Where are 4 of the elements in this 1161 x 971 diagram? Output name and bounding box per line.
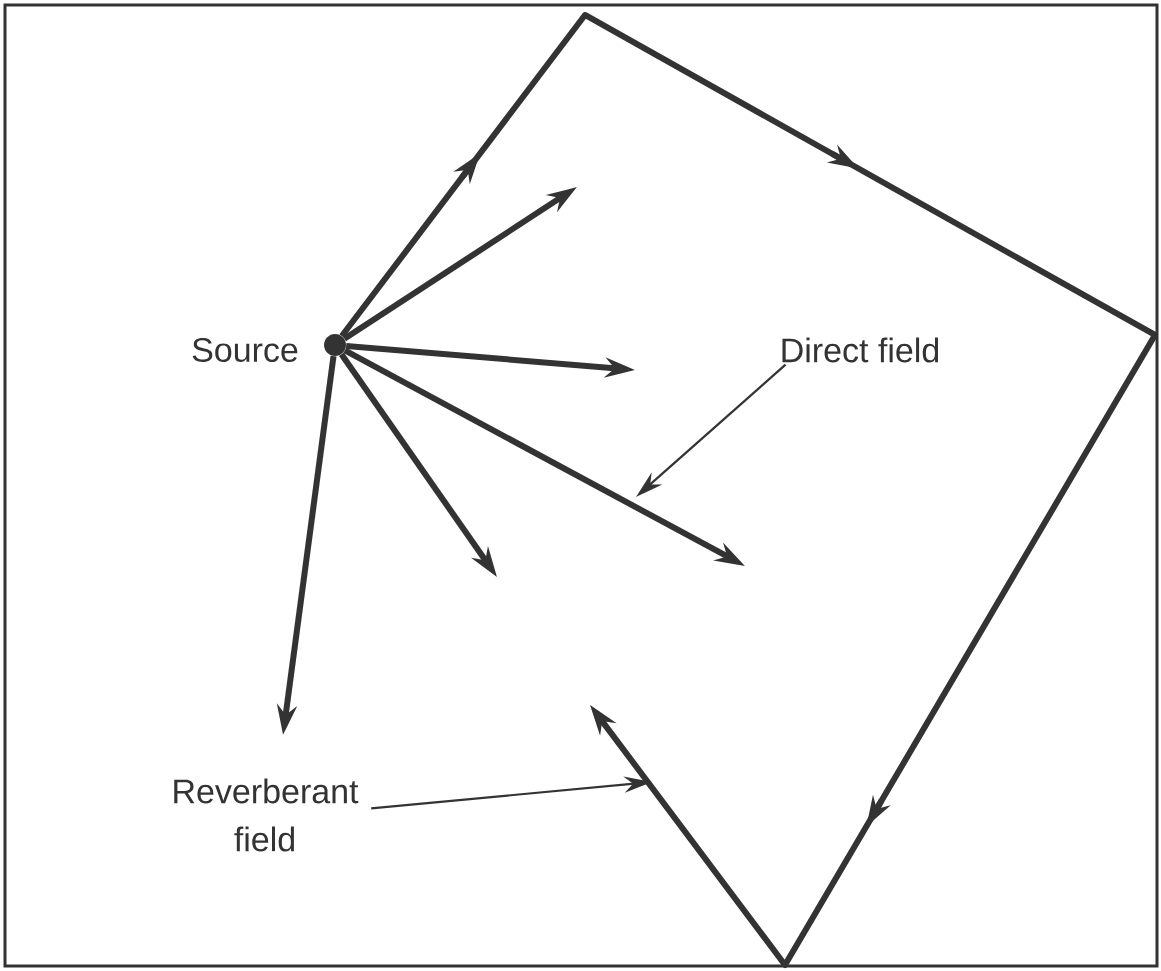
- ray-path: [339, 12, 1158, 968]
- text-label: Direct field: [782, 337, 939, 363]
- text-label: Source: [192, 337, 298, 362]
- text-label: Reverberant field: [174, 778, 359, 852]
